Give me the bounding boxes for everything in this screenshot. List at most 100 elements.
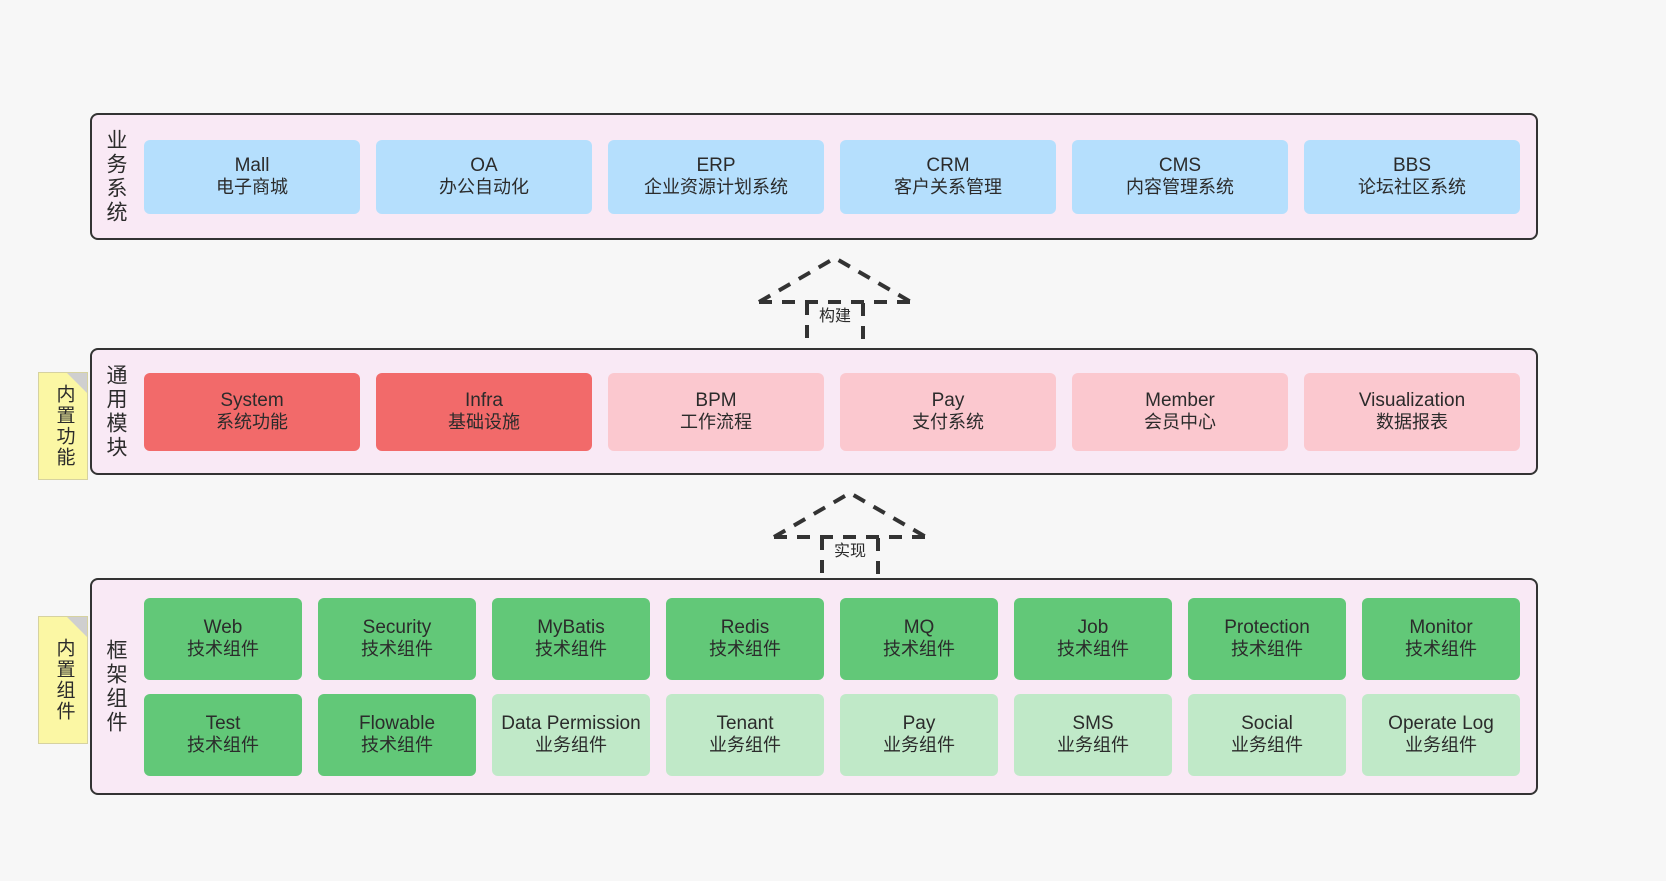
node-bpm[interactable]: BPM 工作流程 (608, 372, 824, 451)
node-title: MQ (903, 616, 935, 638)
node-title: ERP (696, 154, 736, 176)
node-title: System (220, 389, 284, 411)
node-pay[interactable]: Pay 支付系统 (840, 372, 1056, 451)
node-mall[interactable]: Mall 电子商城 (144, 139, 360, 214)
arrowhead-up-icon (757, 255, 913, 304)
node-job[interactable]: Job 技术组件 (1014, 597, 1172, 680)
node-member[interactable]: Member 会员中心 (1072, 372, 1288, 451)
node-redis[interactable]: Redis 技术组件 (666, 597, 824, 680)
node-test[interactable]: Test 技术组件 (144, 693, 302, 776)
node-title: Tenant (716, 712, 774, 734)
layer-common-module: 通用模块 System 系统功能 Infra 基础设施 BPM 工作流程 Pay… (90, 348, 1538, 475)
arrowhead-up-icon (772, 490, 928, 539)
sticky-label: 内置组件 (53, 638, 75, 722)
node-title: Protection (1224, 616, 1310, 638)
node-system[interactable]: System 系统功能 (144, 372, 360, 451)
node-flowable[interactable]: Flowable 技术组件 (318, 693, 476, 776)
node-title: Flowable (358, 712, 436, 734)
layer-title-common: 通用模块 (104, 363, 128, 460)
node-title: Infra (464, 389, 504, 411)
node-bbs[interactable]: BBS 论坛社区系统 (1304, 139, 1520, 214)
node-web[interactable]: Web 技术组件 (144, 597, 302, 680)
node-title: BBS (1392, 154, 1432, 176)
node-title: Test (205, 712, 241, 734)
node-erp[interactable]: ERP 企业资源计划系统 (608, 139, 824, 214)
node-title: Job (1077, 616, 1109, 638)
node-subtitle: 业务组件 (1405, 735, 1477, 756)
node-sms[interactable]: SMS 业务组件 (1014, 693, 1172, 776)
node-title: SMS (1072, 712, 1114, 734)
node-title: BPM (695, 389, 737, 411)
node-subtitle: 技术组件 (1231, 639, 1303, 660)
node-protection[interactable]: Protection 技术组件 (1188, 597, 1346, 680)
node-title: Web (203, 616, 243, 638)
node-subtitle: 业务组件 (709, 735, 781, 756)
node-subtitle: 技术组件 (361, 639, 433, 660)
node-title: Data Permission (501, 712, 641, 734)
layer-body-framework: Web 技术组件 Security 技术组件 MyBatis 技术组件 Redi… (138, 580, 1536, 793)
node-title: Pay (931, 389, 965, 411)
node-subtitle: 技术组件 (535, 639, 607, 660)
sticky-label: 内置功能 (53, 384, 75, 468)
layer-body-business: Mall 电子商城 OA 办公自动化 ERP 企业资源计划系统 CRM 客户关系… (138, 115, 1536, 238)
node-subtitle: 业务组件 (883, 735, 955, 756)
node-title: Member (1145, 389, 1215, 411)
node-mybatis[interactable]: MyBatis 技术组件 (492, 597, 650, 680)
node-subtitle: 技术组件 (361, 735, 433, 756)
node-title: Pay (902, 712, 936, 734)
sticky-note-builtin-function: 内置功能 (38, 372, 88, 480)
layer-business-system: 业务系统 Mall 电子商城 OA 办公自动化 ERP 企业资源计划系统 CRM… (90, 113, 1538, 240)
node-subtitle: 业务组件 (535, 735, 607, 756)
node-subtitle: 数据报表 (1376, 412, 1448, 433)
node-crm[interactable]: CRM 客户关系管理 (840, 139, 1056, 214)
node-title: Mall (234, 154, 270, 176)
layer-row: Mall 电子商城 OA 办公自动化 ERP 企业资源计划系统 CRM 客户关系… (144, 139, 1520, 214)
layer-title-framework: 框架组件 (104, 638, 128, 735)
node-subtitle: 内容管理系统 (1126, 177, 1234, 198)
node-subtitle: 办公自动化 (439, 177, 529, 198)
node-subtitle: 技术组件 (1405, 639, 1477, 660)
node-mq[interactable]: MQ 技术组件 (840, 597, 998, 680)
node-subtitle: 系统功能 (216, 412, 288, 433)
node-infra[interactable]: Infra 基础设施 (376, 372, 592, 451)
node-title: Monitor (1409, 616, 1473, 638)
node-security[interactable]: Security 技术组件 (318, 597, 476, 680)
node-title: OA (470, 154, 498, 176)
node-title: CRM (926, 154, 970, 176)
connector-build: 构建 (745, 250, 925, 355)
layer-body-common: System 系统功能 Infra 基础设施 BPM 工作流程 Pay 支付系统… (138, 350, 1536, 473)
node-visualization[interactable]: Visualization 数据报表 (1304, 372, 1520, 451)
node-title: MyBatis (537, 616, 605, 638)
node-subtitle: 业务组件 (1057, 735, 1129, 756)
node-title: Visualization (1358, 389, 1466, 411)
node-subtitle: 技术组件 (1057, 639, 1129, 660)
layer-framework-component: 框架组件 Web 技术组件 Security 技术组件 MyBatis 技术组件… (90, 578, 1538, 795)
node-subtitle: 支付系统 (912, 412, 984, 433)
node-subtitle: 电子商城 (216, 177, 288, 198)
node-oa[interactable]: OA 办公自动化 (376, 139, 592, 214)
node-title: Security (362, 616, 432, 638)
node-operate-log[interactable]: Operate Log 业务组件 (1362, 693, 1520, 776)
connector-label-build: 构建 (818, 308, 851, 325)
node-subtitle: 基础设施 (448, 412, 520, 433)
layer-title-business: 业务系统 (104, 128, 128, 225)
node-subtitle: 业务组件 (1231, 735, 1303, 756)
node-tenant[interactable]: Tenant 业务组件 (666, 693, 824, 776)
node-title: Social (1241, 712, 1293, 734)
sticky-note-builtin-component: 内置组件 (38, 616, 88, 744)
node-pay-biz[interactable]: Pay 业务组件 (840, 693, 998, 776)
node-subtitle: 技术组件 (187, 639, 259, 660)
node-subtitle: 会员中心 (1144, 412, 1216, 433)
node-subtitle: 技术组件 (883, 639, 955, 660)
layer-row: Test 技术组件 Flowable 技术组件 Data Permission … (144, 693, 1520, 776)
layer-row: Web 技术组件 Security 技术组件 MyBatis 技术组件 Redi… (144, 597, 1520, 680)
node-data-permission[interactable]: Data Permission 业务组件 (492, 693, 650, 776)
node-subtitle: 客户关系管理 (894, 177, 1002, 198)
connector-implement: 实现 (760, 485, 940, 590)
node-cms[interactable]: CMS 内容管理系统 (1072, 139, 1288, 214)
node-social[interactable]: Social 业务组件 (1188, 693, 1346, 776)
node-monitor[interactable]: Monitor 技术组件 (1362, 597, 1520, 680)
node-subtitle: 论坛社区系统 (1358, 177, 1466, 198)
node-subtitle: 技术组件 (187, 735, 259, 756)
